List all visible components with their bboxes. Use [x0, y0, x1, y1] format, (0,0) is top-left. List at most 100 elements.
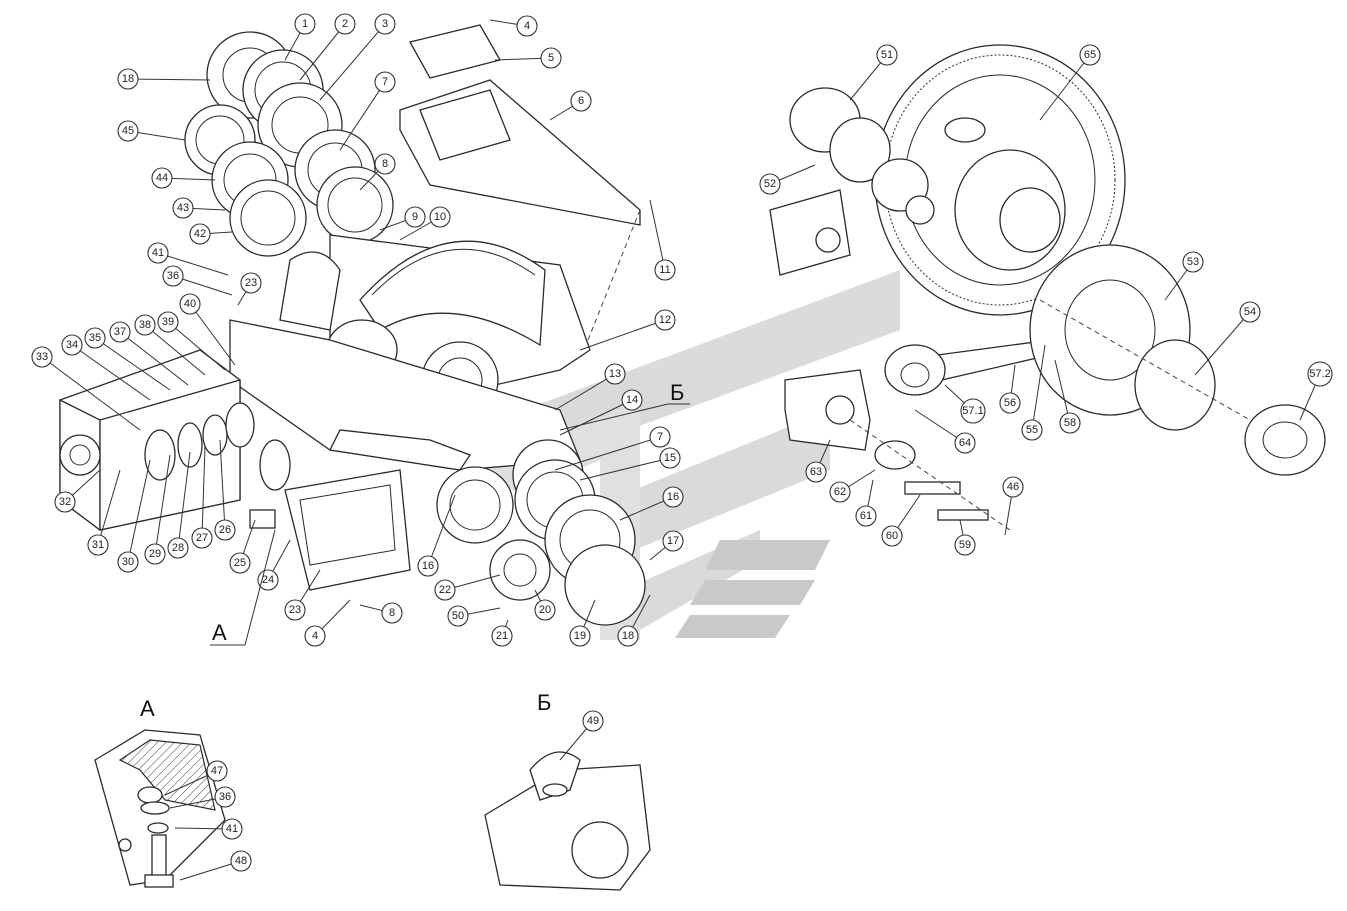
part-callout: 42 [189, 223, 211, 245]
callout-number: 46 [1007, 481, 1019, 493]
callout-number: 22 [439, 584, 451, 596]
callout-circle [334, 13, 356, 35]
part-callout: 9 [404, 206, 426, 228]
callout-circle [1021, 419, 1043, 441]
callout-circle [374, 13, 396, 35]
callout-number: 9 [412, 211, 418, 223]
part-callout: 18 [117, 68, 139, 90]
leader-line [299, 23, 346, 81]
callout-circle [516, 15, 538, 37]
part-callout: 3 [374, 13, 396, 35]
callout-number: 41 [152, 247, 164, 259]
part-callout: 24 [257, 569, 279, 591]
part-callout: 28 [167, 537, 189, 559]
callout-circle [404, 206, 426, 228]
callout-number: 32 [59, 496, 71, 508]
callout-number: 5 [548, 52, 554, 64]
callout-circle [1002, 476, 1024, 498]
leader-line [554, 436, 661, 471]
part-callout: 8 [381, 602, 403, 624]
callout-number: 17 [667, 535, 679, 547]
callout-circle [54, 491, 76, 513]
callout-number: 64 [959, 437, 971, 449]
callout-number: 42 [194, 228, 206, 240]
callout-circle [117, 551, 139, 573]
callout-circle [134, 314, 156, 336]
part-callout: 4 [516, 15, 538, 37]
leader-line [1054, 359, 1071, 424]
callout-circle [230, 850, 252, 872]
callout-number: 60 [886, 530, 898, 542]
part-callout: 25 [229, 552, 251, 574]
part-callout: 53 [1182, 251, 1204, 273]
leader-line [579, 319, 666, 351]
callout-number: 45 [122, 125, 134, 137]
callout-circle [284, 599, 306, 621]
callout-number: 35 [89, 332, 101, 344]
callout-circle [1307, 361, 1333, 387]
callout-number: 27 [196, 532, 208, 544]
connecting-rod [884, 339, 1051, 396]
callout-circle [214, 786, 236, 808]
part-callout: 13 [604, 363, 626, 385]
leader-line [71, 344, 151, 401]
callout-number: 11 [659, 264, 670, 276]
callout-number: 37 [114, 326, 126, 338]
part-callout: 7 [649, 426, 671, 448]
part-callout: 36 [214, 786, 236, 808]
callout-number: 12 [659, 314, 671, 326]
callout-number: 20 [539, 604, 551, 616]
callout-circle [759, 173, 781, 195]
callout-circle [157, 311, 179, 333]
leader-line [154, 454, 171, 555]
leader-line [579, 457, 671, 481]
callout-circle [304, 625, 326, 647]
callout-circle [881, 525, 903, 547]
callout-number: 16 [422, 560, 434, 572]
callout-number: 2 [342, 18, 348, 30]
part-callout: 47 [206, 760, 228, 782]
part-callout: 22 [434, 579, 456, 601]
callout-circle [294, 13, 316, 35]
callout-number: 62 [834, 486, 846, 498]
callout-number: 43 [177, 202, 189, 214]
callout-number: 58 [1064, 417, 1076, 429]
callout-number: 26 [219, 524, 231, 536]
callout-circle [954, 534, 976, 556]
callout-number: 57.2 [1309, 368, 1330, 380]
callout-number: 16 [667, 491, 679, 503]
callout-circle [654, 309, 676, 331]
callout-circle [491, 625, 513, 647]
part-callout: 21 [491, 625, 513, 647]
leader-line [219, 439, 226, 531]
callout-number: 36 [219, 791, 231, 803]
large-gear-assembly [769, 44, 1126, 316]
part-callout: 48 [230, 850, 252, 872]
part-callout: 51 [876, 44, 898, 66]
part-callout: 60 [881, 525, 903, 547]
part-callout: 64 [954, 432, 976, 454]
callout-circle [582, 710, 604, 732]
flange-group [436, 439, 646, 626]
callout-number: 36 [167, 270, 179, 282]
callout-circle [189, 223, 211, 245]
callout-number: 25 [234, 557, 246, 569]
part-callout: 16 [417, 555, 439, 577]
callout-circle [144, 543, 166, 565]
part-callout: 4 [304, 625, 326, 647]
callout-circle [829, 481, 851, 503]
motor-block [59, 349, 255, 532]
callout-number: 56 [1004, 397, 1016, 409]
side-panel-cover [249, 439, 411, 591]
leader-line [427, 494, 456, 567]
leader-line [1039, 54, 1091, 121]
callout-number: 24 [262, 574, 274, 586]
callout-circle [569, 625, 591, 647]
callout-number: 23 [289, 604, 301, 616]
callout-circle [87, 534, 109, 556]
leader-line [144, 324, 206, 376]
callout-number: 18 [622, 630, 634, 642]
view-label-a-main: А [212, 620, 227, 645]
callout-number: 52 [764, 178, 776, 190]
